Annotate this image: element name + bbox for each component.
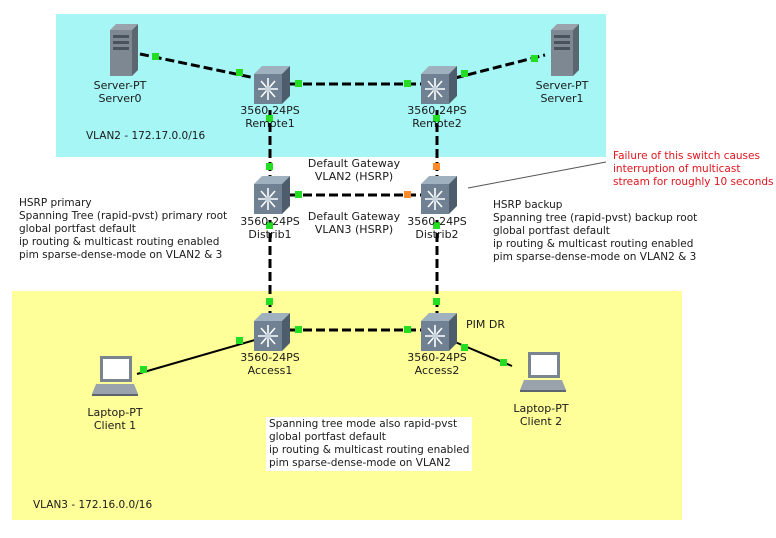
port-indicator: [236, 69, 243, 76]
port-indicator: [266, 298, 273, 305]
link-server0-remote1: [139, 52, 256, 80]
access2-device[interactable]: [421, 313, 457, 351]
port-indicator: [404, 80, 411, 87]
port-indicator: [140, 366, 147, 373]
access1-device[interactable]: [254, 313, 290, 351]
port-indicator: [433, 298, 440, 305]
pim-dr-label: PIM DR: [466, 318, 505, 331]
port-indicator: [404, 326, 411, 333]
remote1-device[interactable]: [254, 66, 290, 104]
port-indicator-blocking: [404, 191, 411, 198]
port-indicator: [433, 115, 440, 122]
vlan2-zone-label: VLAN2 - 172.17.0.0/16: [86, 130, 206, 142]
multilayer-switch-icon: [421, 313, 457, 351]
server-icon: [551, 24, 579, 76]
port-indicator: [531, 55, 538, 62]
distrib2-device[interactable]: [421, 176, 457, 214]
port-indicator: [236, 337, 243, 344]
port-indicator-blocking: [433, 163, 440, 170]
port-indicator: [295, 191, 302, 198]
access-config-note: Spanning tree mode also rapid-pvst globa…: [266, 417, 473, 471]
client1-device[interactable]: [92, 356, 138, 396]
distrib2-config-note: HSRP backup Spanning tree (rapid-pvst) b…: [490, 198, 701, 265]
port-indicator: [266, 163, 273, 170]
server1-device[interactable]: [545, 24, 579, 76]
port-indicator: [500, 359, 507, 366]
link-access1-client1: [136, 339, 256, 375]
server0-device[interactable]: [104, 24, 138, 76]
port-indicator: [295, 326, 302, 333]
laptop-icon: [520, 352, 566, 392]
multilayer-switch-icon: [421, 176, 457, 214]
distrib1-config-note: HSRP primary Spanning Tree (rapid-pvst) …: [16, 196, 231, 263]
port-indicator: [266, 115, 273, 122]
port-indicator: [266, 222, 273, 229]
port-indicator: [295, 80, 302, 87]
port-indicator: [152, 53, 159, 60]
vlan3-zone-label: VLAN3 - 172.16.0.0/16: [33, 499, 153, 511]
link-remote2-server1: [454, 53, 546, 80]
remote2-device[interactable]: [421, 66, 457, 104]
multilayer-switch-icon: [421, 66, 457, 104]
client2-device[interactable]: [520, 352, 566, 392]
port-indicator: [461, 70, 468, 77]
port-indicator: [433, 222, 440, 229]
port-indicator: [461, 344, 468, 351]
multilayer-switch-icon: [254, 176, 290, 214]
multilayer-switch-icon: [254, 313, 290, 351]
multilayer-switch-icon: [254, 66, 290, 104]
server-icon: [110, 24, 138, 76]
failure-callout-line: [467, 161, 607, 189]
failure-warning-note: Failure of this switch causes interrupti…: [613, 150, 774, 188]
distrib1-device[interactable]: [254, 176, 290, 214]
laptop-icon: [92, 356, 138, 396]
